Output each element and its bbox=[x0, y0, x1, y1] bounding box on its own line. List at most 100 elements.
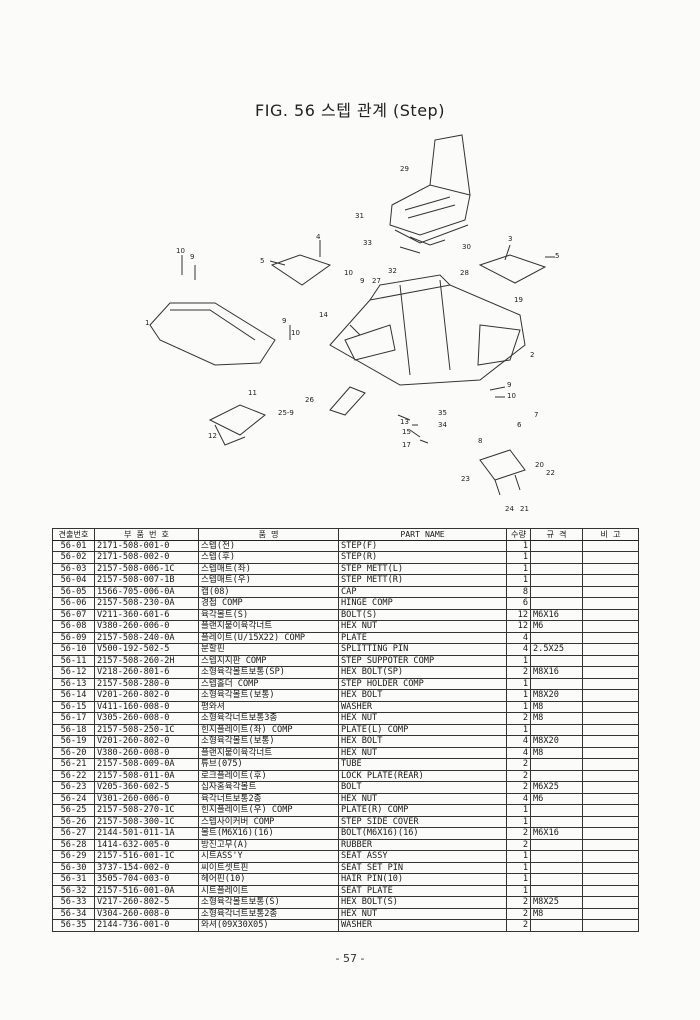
cell-en: PLATE bbox=[338, 631, 507, 644]
callout-34: 34 bbox=[438, 421, 447, 429]
cell-kr: 시트ASS'Y bbox=[198, 850, 339, 863]
cell-qty: 12 bbox=[506, 620, 531, 633]
callout-25-9: 25-9 bbox=[278, 409, 294, 417]
cell-remarks bbox=[582, 608, 639, 621]
cell-kr: 플랜지붙이육각너트 bbox=[198, 746, 339, 759]
col-header-name-en: PART NAME bbox=[338, 528, 507, 541]
callout-24: 24 bbox=[505, 505, 514, 513]
cell-en: HEX BOLT bbox=[338, 735, 507, 748]
cell-en: HEX BOLT(S) bbox=[338, 896, 507, 909]
callout-9d: 9 bbox=[507, 381, 511, 389]
cell-en: HEX NUT bbox=[338, 620, 507, 633]
cell-spec bbox=[530, 677, 583, 690]
cell-no: 56-10 bbox=[52, 643, 95, 656]
cell-remarks bbox=[582, 597, 639, 610]
cell-no: 56-02 bbox=[52, 551, 95, 564]
cell-part: 2171-508-001-0 bbox=[94, 539, 199, 552]
cell-spec: M8X16 bbox=[530, 666, 583, 679]
callout-4: 4 bbox=[316, 233, 321, 241]
cell-en: HEX BOLT bbox=[338, 689, 507, 702]
cell-en: STEP METT(L) bbox=[338, 562, 507, 575]
callout-13: 13 bbox=[400, 418, 409, 426]
callout-15: 15 bbox=[402, 428, 411, 436]
callout-35: 35 bbox=[438, 409, 447, 417]
cell-qty: 1 bbox=[506, 677, 531, 690]
cell-kr: 소형육각볼트(보통) bbox=[198, 689, 339, 702]
cell-qty: 2 bbox=[506, 712, 531, 725]
front-step-illustration bbox=[149, 302, 276, 366]
cell-no: 56-30 bbox=[52, 861, 95, 874]
col-header-no: 견출번호 bbox=[52, 528, 95, 541]
cell-qty: 2 bbox=[506, 919, 531, 932]
cell-en: WASHER bbox=[338, 700, 507, 713]
cell-part: 2157-508-260-2H bbox=[94, 654, 199, 667]
cell-en: STEP(F) bbox=[338, 539, 507, 552]
cell-spec bbox=[530, 585, 583, 598]
cell-qty: 1 bbox=[506, 700, 531, 713]
cell-qty: 1 bbox=[506, 850, 531, 863]
cell-remarks bbox=[582, 735, 639, 748]
cell-spec bbox=[530, 723, 583, 736]
cell-no: 56-25 bbox=[52, 804, 95, 817]
cell-no: 56-07 bbox=[52, 608, 95, 621]
cell-en: STEP HOLDER COMP bbox=[338, 677, 507, 690]
cell-part: V218-260-801-6 bbox=[94, 666, 199, 679]
cell-kr: 스텝홀더 COMP bbox=[198, 677, 339, 690]
callout-10b: 10 bbox=[344, 269, 353, 277]
cell-spec bbox=[530, 597, 583, 610]
cell-kr: 힌지플레이트(우) COMP bbox=[198, 804, 339, 817]
cell-no: 56-05 bbox=[52, 585, 95, 598]
callout-5b: 5 bbox=[260, 257, 264, 265]
callout-19: 19 bbox=[514, 296, 523, 304]
callout-11: 11 bbox=[248, 389, 257, 397]
cell-part: V201-260-802-0 bbox=[94, 689, 199, 702]
cell-kr: 스텝매트(우) bbox=[198, 574, 339, 587]
cell-en: WASHER bbox=[338, 919, 507, 932]
cell-part: 2171-508-002-0 bbox=[94, 551, 199, 564]
cell-en: SPLITTING PIN bbox=[338, 643, 507, 656]
cell-spec: M8 bbox=[530, 907, 583, 920]
cell-part: V380-260-006-0 bbox=[94, 620, 199, 633]
callout-10c: 10 bbox=[291, 329, 300, 337]
cell-en: LOCK PLATE(REAR) bbox=[338, 769, 507, 782]
cell-part: V205-360-602-5 bbox=[94, 781, 199, 794]
cell-kr: 방진고무(A) bbox=[198, 838, 339, 851]
cell-no: 56-22 bbox=[52, 769, 95, 782]
cell-spec: M8X20 bbox=[530, 689, 583, 702]
cell-en: STEP SUPPOTER COMP bbox=[338, 654, 507, 667]
cell-remarks bbox=[582, 689, 639, 702]
cell-spec: M6 bbox=[530, 620, 583, 633]
cell-no: 56-35 bbox=[52, 919, 95, 932]
cell-remarks bbox=[582, 907, 639, 920]
cell-part: 2157-508-270-1C bbox=[94, 804, 199, 817]
cell-remarks bbox=[582, 884, 639, 897]
cell-no: 56-18 bbox=[52, 723, 95, 736]
cell-remarks bbox=[582, 631, 639, 644]
cell-remarks bbox=[582, 677, 639, 690]
cell-remarks bbox=[582, 838, 639, 851]
callout-31: 31 bbox=[355, 212, 364, 220]
cell-qty: 2 bbox=[506, 896, 531, 909]
cell-remarks bbox=[582, 712, 639, 725]
cell-qty: 8 bbox=[506, 585, 531, 598]
cell-spec bbox=[530, 574, 583, 587]
cell-en: HAIR PIN(10) bbox=[338, 873, 507, 886]
cell-part: V211-360-601-6 bbox=[94, 608, 199, 621]
cell-remarks bbox=[582, 815, 639, 828]
cell-spec bbox=[530, 884, 583, 897]
cell-no: 56-33 bbox=[52, 896, 95, 909]
cell-en: HINGE COMP bbox=[338, 597, 507, 610]
cell-no: 56-09 bbox=[52, 631, 95, 644]
cell-qty: 1 bbox=[506, 815, 531, 828]
cell-qty: 4 bbox=[506, 631, 531, 644]
